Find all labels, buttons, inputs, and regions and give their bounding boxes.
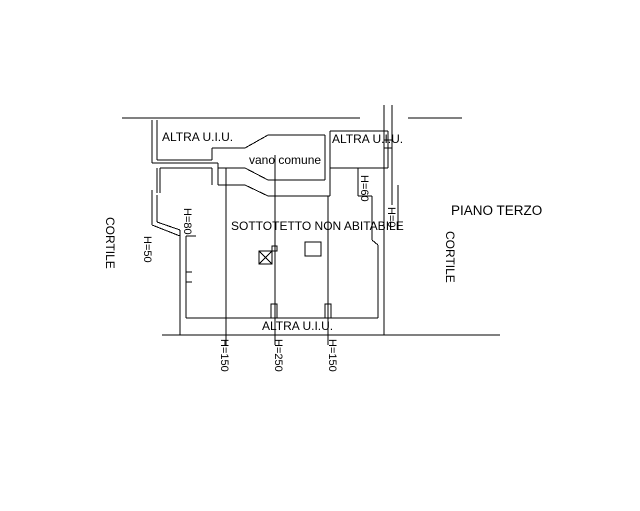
height-h50: H=50 <box>141 236 153 263</box>
height-h60: H=60 <box>358 175 370 202</box>
label-vano-comune: vano comune <box>249 153 321 167</box>
label-altra-top-right: ALTRA U.I.U. <box>332 132 403 146</box>
label-altra-bottom: ALTRA U.I.U. <box>262 319 333 333</box>
height-h0: H=0 <box>385 207 397 228</box>
room-labels: ALTRA U.I.U. ALTRA U.I.U. vano comune SO… <box>103 130 542 333</box>
vano-comune-walls <box>217 167 331 197</box>
label-cortile-left: CORTILE <box>103 217 117 269</box>
label-altra-top-left: ALTRA U.I.U. <box>162 130 233 144</box>
sottotetto-walls <box>151 167 500 336</box>
label-piano: PIANO TERZO <box>451 203 542 218</box>
height-labels: H=50 H=80 H=60 H=0 H=150 H=250 H=150 <box>141 175 397 372</box>
interior-lines <box>225 155 332 345</box>
height-h250: H=250 <box>272 339 284 372</box>
upper-strip-walls <box>151 120 389 169</box>
label-sottotetto: SOTTOTETTO NON ABITABILE <box>231 219 404 233</box>
height-h150-right: H=150 <box>326 339 338 372</box>
label-cortile-right: CORTILE <box>443 231 457 283</box>
right-duct <box>383 105 399 230</box>
height-h80: H=80 <box>181 208 193 235</box>
height-h150-left: H=150 <box>218 339 230 372</box>
